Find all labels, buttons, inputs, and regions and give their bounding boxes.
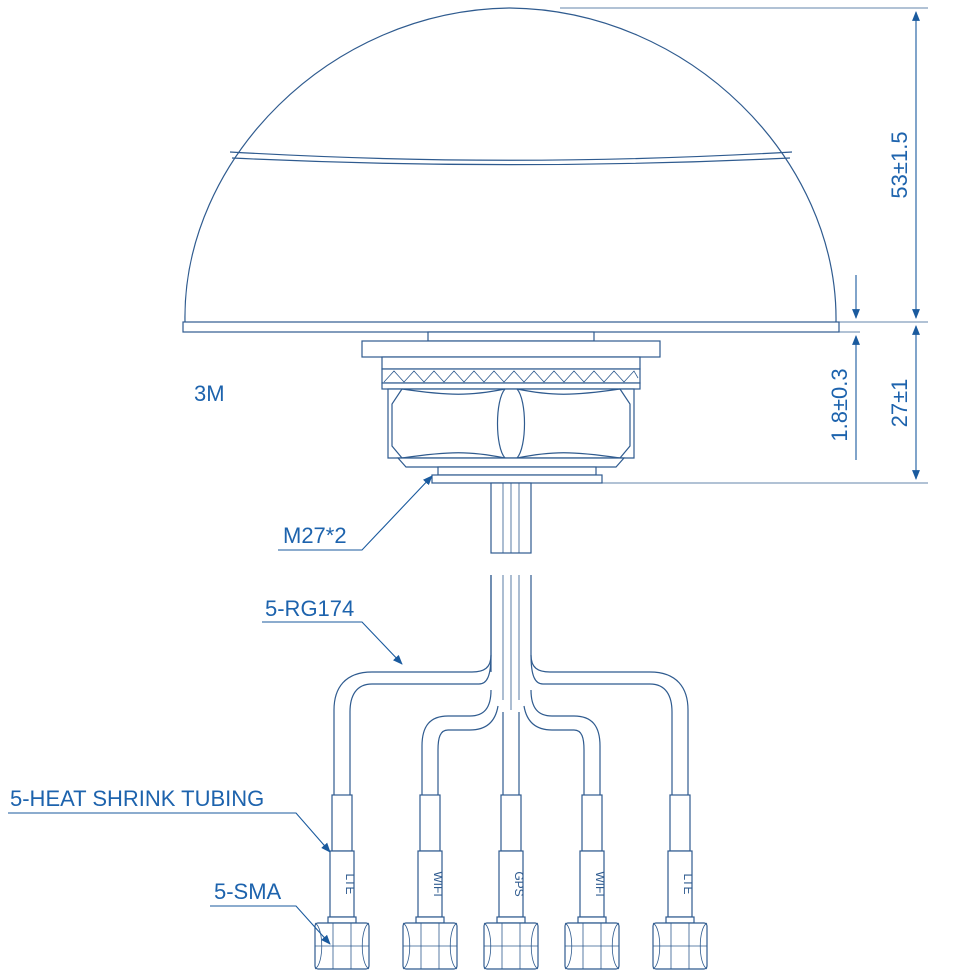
lead-4: WIFI [564,794,620,970]
heat-shrink-tube [581,794,603,852]
heat-shrink-tube [669,794,691,852]
dim-overall-height: 53±1.5 [887,131,912,198]
tag-sleeve [667,850,693,918]
dimension-labels: 53±1.5 1.8±0.3 27±1 [827,131,912,441]
lead-1: LTE [314,794,370,970]
label-cable-length: 3M [194,381,225,406]
callouts: 3M M27*2 5-RG174 5-HEAT SHRINK TUBING 5-… [8,381,433,945]
lead-tag-4: WIFI [593,871,607,896]
cable-leads: LTE WIFI GPS WIFI LTE [314,794,708,970]
lead-tag-3: GPS [512,871,526,896]
heat-shrink-tube [500,794,522,852]
lead-2: WIFI [402,794,458,970]
lead-tag-5: LTE [681,873,695,894]
sma-connector [564,916,620,970]
cable-bundle-lower [333,575,689,795]
tag-sleeve [579,850,605,918]
label-tubing: 5-HEAT SHRINK TUBING [10,786,264,811]
lead-5: LTE [652,794,708,970]
heat-shrink-tube [331,794,353,852]
cable-bundle-upper [490,482,532,554]
sma-connector [483,916,539,970]
lead-tag-1: LTE [343,873,357,894]
dim-mount-height: 27±1 [887,379,912,428]
label-cable: 5-RG174 [265,596,354,621]
dimension-lines [560,7,928,484]
sma-connector [402,916,458,970]
sma-connector [652,916,708,970]
label-thread: M27*2 [283,523,347,548]
antenna-dome [182,7,840,333]
hex-nut [387,388,635,459]
mount-assembly [361,331,661,484]
label-connector: 5-SMA [214,879,282,904]
tag-sleeve [329,850,355,918]
dim-base-thickness: 1.8±0.3 [827,368,852,441]
sma-connector [314,916,370,970]
heat-shrink-tube [419,794,441,852]
lead-tag-2: WIFI [431,871,445,896]
serrated-washer [381,368,641,384]
tag-sleeve [498,850,524,918]
lead-3: GPS [483,794,539,970]
